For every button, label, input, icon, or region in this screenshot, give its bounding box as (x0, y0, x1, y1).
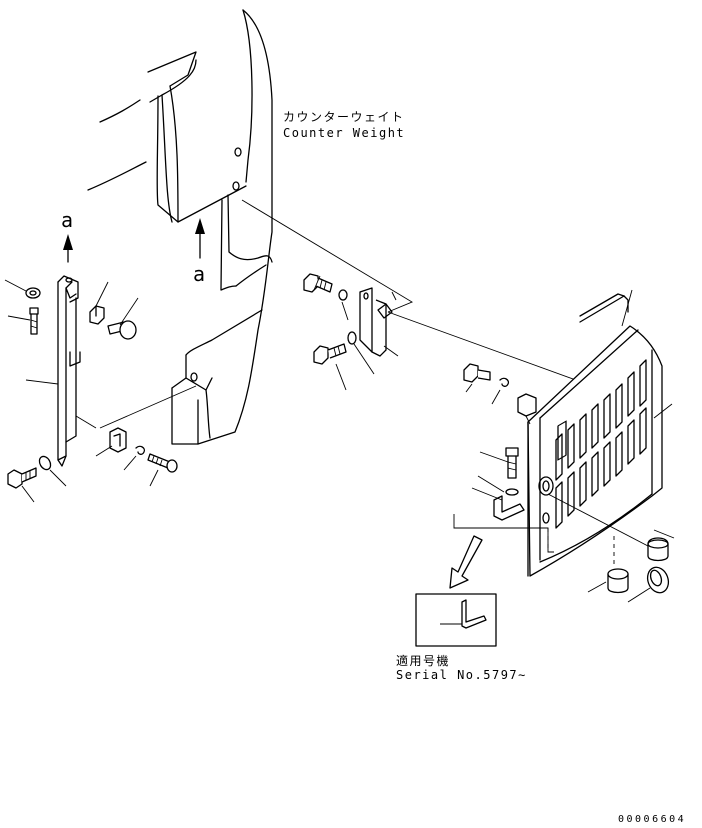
bolt-right-vertical (505, 447, 519, 479)
bolt-left-flanged (107, 320, 137, 340)
bolt-mid-lower (313, 343, 347, 365)
bracket-mid (359, 287, 393, 357)
washer-mid-lower (347, 331, 357, 345)
bolt-left-small (29, 307, 39, 335)
drawing-id: 00006604 (618, 814, 687, 825)
counterweight-drawing (87, 9, 273, 445)
rubber-stopper (647, 537, 669, 562)
bolt-left-bottom (7, 467, 37, 489)
grommet (646, 566, 670, 594)
bolt-right-upper (463, 363, 491, 383)
washer-left-bottom (38, 455, 52, 471)
washer-left-lower (135, 445, 146, 455)
counterweight-label-en: Counter Weight (283, 126, 406, 140)
grille-hinge-holes (538, 476, 554, 524)
detail-inset-box (415, 593, 497, 647)
washer-right (505, 488, 519, 496)
view-label-a-lower: a (193, 262, 206, 286)
clip-left (109, 427, 127, 453)
detail-bracket-indicator (453, 514, 554, 553)
nut-left (89, 305, 105, 325)
washer-left (25, 287, 41, 299)
washer-mid-upper (338, 289, 348, 301)
serial-number-label: Serial No.5797∼ (396, 668, 527, 682)
leader-lines-right (465, 289, 675, 603)
handle-rod (579, 293, 629, 323)
latch-right (493, 495, 525, 521)
counterweight-label-jp: カウンターウェイト (283, 110, 405, 124)
clip-right (517, 393, 537, 417)
detail-arrow (449, 535, 483, 589)
view-arrow-a-upper (63, 234, 73, 263)
view-label-a-upper: a (61, 208, 74, 232)
left-bracket (57, 275, 81, 467)
bolt-mid-upper (303, 273, 333, 293)
cushion-block (607, 568, 629, 594)
applicable-serial-label-jp: 適用号機 (396, 654, 451, 668)
leader-lines-left (4, 279, 197, 503)
washer-right-upper (499, 377, 510, 387)
bolt-left-lower (147, 453, 178, 473)
view-arrow-a-lower (195, 218, 205, 259)
connector-lines (241, 199, 621, 397)
leader-lines-mid (313, 275, 399, 391)
grille-slots (555, 359, 647, 529)
